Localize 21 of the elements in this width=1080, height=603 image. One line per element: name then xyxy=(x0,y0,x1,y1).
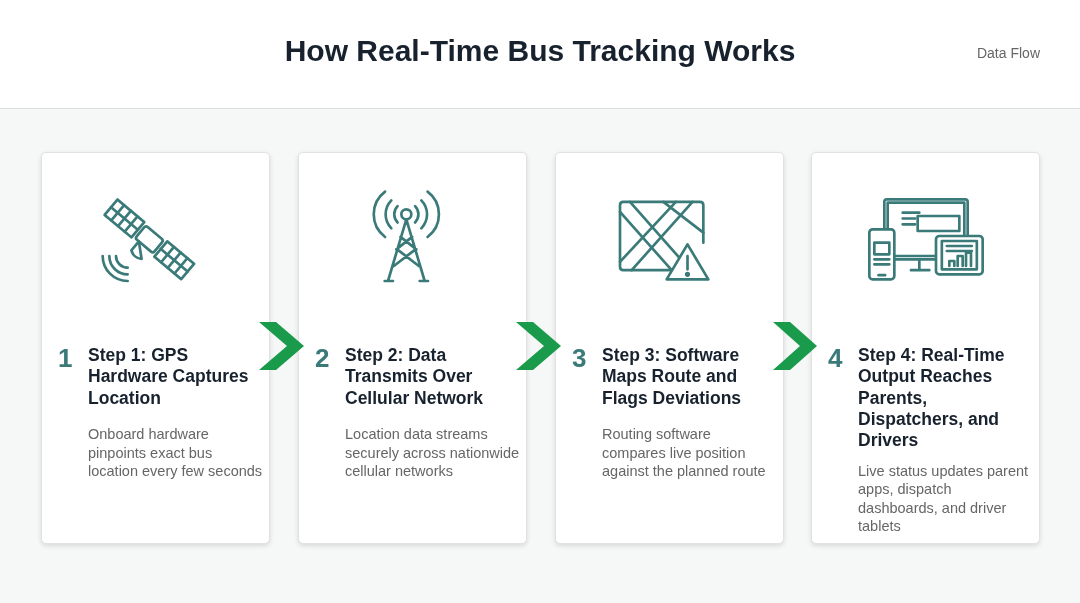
page-title: How Real-Time Bus Tracking Works xyxy=(283,34,797,68)
step-number: 2 xyxy=(315,343,330,374)
step-description: Live status updates parent apps, dispatch dashboards, and driver tablets xyxy=(858,461,1030,536)
step-heading: Step 4: Real-Time Output Reaches Parents, Dispatchers, and Drivers xyxy=(858,345,1006,452)
step-number: 4 xyxy=(828,343,843,374)
step-heading: Step 2: Data Transmits Over Cellular Network xyxy=(345,345,485,410)
step-card xyxy=(298,152,527,544)
chevron-arrow xyxy=(516,322,561,370)
step-description: Routing software compares live position against the planned route xyxy=(602,425,767,481)
step-card xyxy=(41,152,270,544)
step-description: Onboard hardware pinpoints exact bus location every few seconds xyxy=(88,425,263,481)
chevron-arrow xyxy=(773,322,817,370)
step-heading: Step 3: Software Maps Route and Flags Deviations xyxy=(602,345,743,410)
step-heading: Step 1: GPS Hardware Captures Location xyxy=(88,345,250,410)
step-card xyxy=(555,152,784,544)
step-description: Location data streams securely across nationwide cellular networks xyxy=(345,425,520,481)
subtitle-label: Data Flow xyxy=(976,45,1040,61)
chevron-arrow xyxy=(259,322,304,370)
step-number: 1 xyxy=(58,343,73,374)
step-number: 3 xyxy=(572,343,587,374)
step-card xyxy=(811,152,1040,544)
